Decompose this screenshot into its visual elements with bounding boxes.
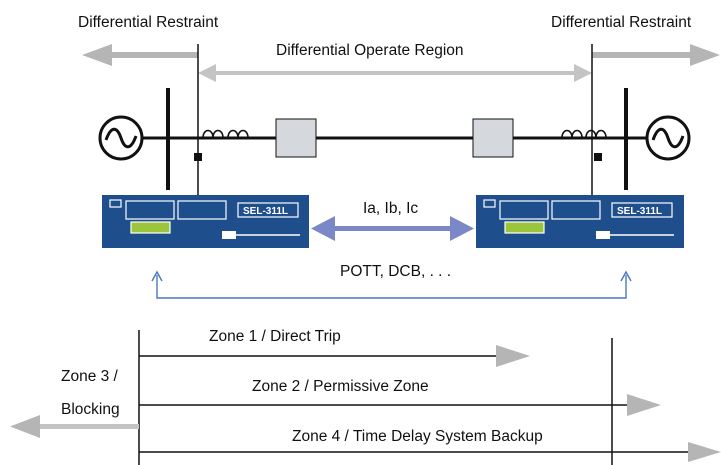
left-generator-icon	[98, 115, 144, 161]
left-current-transformer-icon	[202, 129, 249, 139]
right-line-box	[472, 118, 514, 158]
channel-schemes-label: POTT, DCB, . . .	[340, 263, 451, 280]
zone3-label-line1: Zone 3 /	[61, 368, 119, 385]
differential-operate-region-label: Differential Operate Region	[276, 42, 464, 59]
differential-restraint-left-label: Differential Restraint	[78, 14, 219, 31]
left-line-box	[275, 118, 317, 158]
zone4-arrow	[139, 442, 721, 462]
right-relay-brand: SEL-311L	[617, 206, 662, 217]
zone1-label: Zone 1 / Direct Trip	[209, 328, 341, 345]
left-relay-indicator	[130, 221, 171, 234]
left-relay-brand: SEL-311L	[243, 206, 288, 217]
differential-restraint-right-label: Differential Restraint	[551, 14, 692, 31]
right-feedback-arrowhead	[620, 270, 632, 282]
right-relay-display	[499, 200, 549, 220]
pilot-feedback-line	[156, 275, 627, 299]
zone2-arrow	[139, 394, 661, 416]
zone3-arrow	[10, 415, 139, 438]
channel-currents-label: Ia, Ib, Ic	[363, 200, 418, 217]
differential-restraint-right-arrow	[592, 44, 720, 66]
zone1-arrow	[139, 345, 530, 367]
left-feedback-arrowhead	[151, 270, 163, 282]
differential-restraint-left-arrow	[82, 44, 198, 66]
right-relay-indicator	[504, 221, 545, 234]
right-breaker-icon	[594, 153, 602, 161]
left-relay-display	[125, 200, 175, 220]
right-current-transformer-icon	[561, 129, 607, 139]
right-generator-icon	[645, 115, 691, 161]
differential-operate-region-arrow	[198, 64, 592, 82]
zone4-label: Zone 4 / Time Delay System Backup	[292, 428, 543, 445]
left-relay: SEL-311L	[102, 195, 309, 248]
communication-channel-arrow	[311, 216, 474, 241]
zone3-label-line2: Blocking	[61, 401, 120, 418]
zone2-label: Zone 2 / Permissive Zone	[252, 378, 429, 395]
right-relay: SEL-311L	[476, 195, 684, 248]
left-breaker-icon	[194, 153, 202, 161]
